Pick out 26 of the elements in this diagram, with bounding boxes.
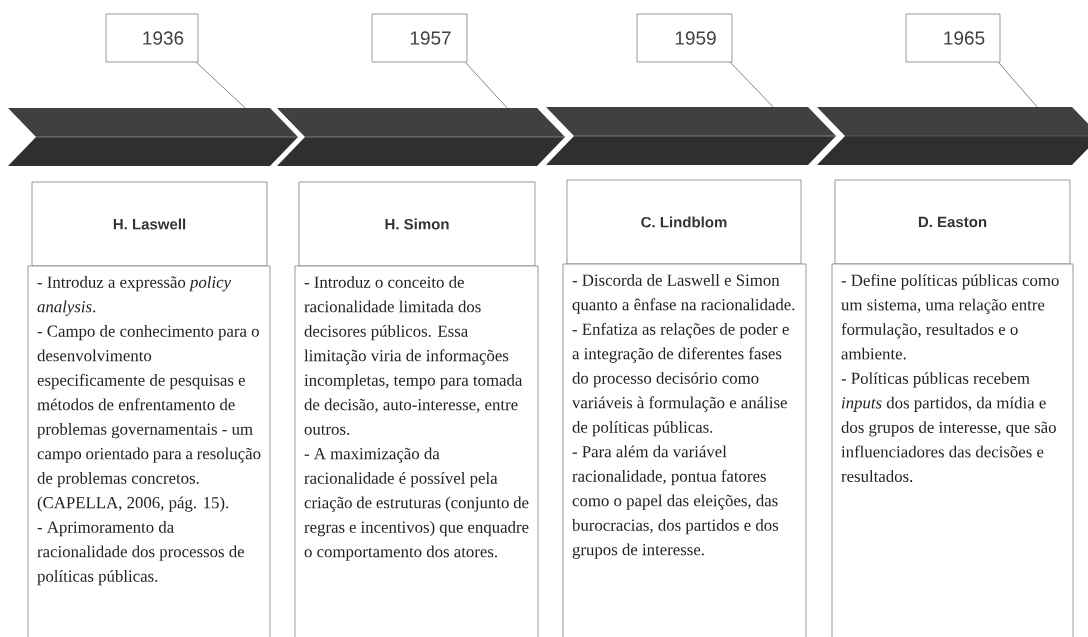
leader-line [730, 62, 774, 108]
name-box: C. Lindblom [566, 179, 802, 265]
name-box: D. Easton [834, 179, 1071, 265]
name-box: H. Laswell [31, 181, 268, 267]
year-box: 1965 [905, 13, 1001, 63]
bullet-text: - Introduz a expressão policy analysis. [37, 276, 232, 316]
bullet-text: - Enfatiza as relações de poder e a integração de diferentes fases do processo decisório como variáveis à formulação e análise de políticas públicas. [572, 322, 789, 437]
year-box: 1959 [636, 13, 733, 63]
leader-line [196, 62, 246, 109]
bullet-text: - Introduz o conceito de racionalidade limitada dos decisores públicos. Essa limitação viria de informações incompletas, tempo para tomada de decisão, auto-interesse, entre outros. [304, 276, 523, 435]
bullet-text: - A maximização da racionalidade é possível pela criação de estruturas (conjunto de regras e incentivos) que enquadre o comportamento dos atores. [304, 447, 529, 561]
name-box: H. Simon [298, 181, 536, 267]
timeline-band [817, 107, 1088, 165]
year-box: 1957 [371, 13, 468, 63]
timeline-band [546, 107, 837, 165]
timeline-band [277, 108, 566, 166]
bullet-text: - Discorda de Laswell e Simon quanto a ênfase na racionalidade. [572, 274, 795, 314]
bullet-text: - Para além da variável racionalidade, pontua fatores como o papel das eleições, das burocracias, dos partidos e dos grupos de interesse. [572, 445, 779, 559]
bullet-text: - Define políticas públicas como um sistema, uma relação entre formulação, resultados e o ambiente. [841, 274, 1059, 360]
timeline-band [8, 108, 299, 166]
bullet-text: - Políticas públicas recebem inputs dos partidos, da mídia e dos grupos de interesse, que são influenciadores das decisões e resultados. [841, 372, 1056, 483]
leader-line [998, 62, 1038, 108]
bullet-text: - Campo de conhecimento para o desenvolvimento especificamente de pesquisas e métodos de enfrentamento de problemas governamentais - um campo orientado para a resolução de problemas concretos. (CAPELLA, 2006, pág. 15). [37, 325, 261, 512]
year-box: 1936 [105, 13, 199, 63]
bullet-text: - Aprimoramento da racionalidade dos processos de políticas públicas. [37, 521, 245, 586]
leader-line [465, 62, 508, 109]
